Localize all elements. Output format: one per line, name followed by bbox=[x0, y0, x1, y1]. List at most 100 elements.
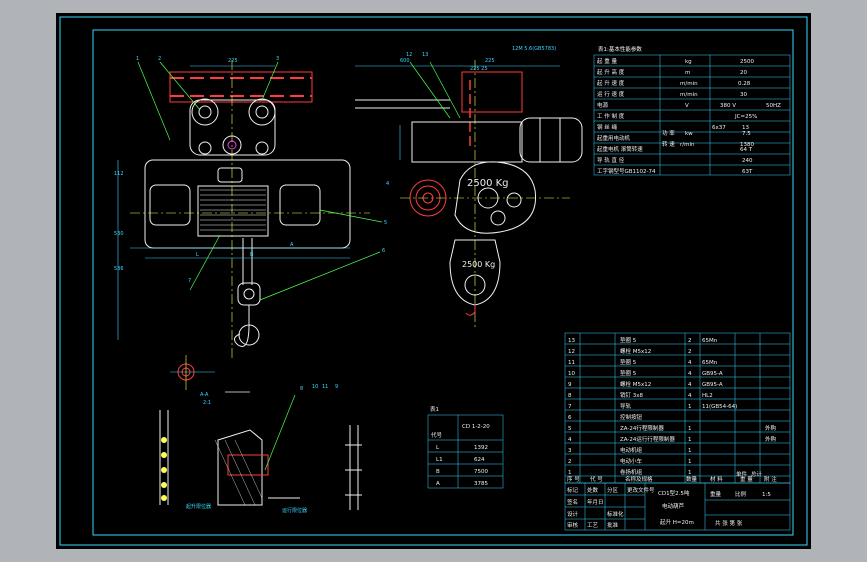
part-no: 2 bbox=[568, 459, 572, 465]
callout: 3 bbox=[276, 56, 279, 62]
detail-label-travel-limit: 运行限位器 bbox=[282, 507, 307, 514]
dims-value: 3785 bbox=[474, 481, 488, 487]
dim-b: B bbox=[250, 252, 254, 258]
param-sub2: 转 速 bbox=[662, 140, 675, 148]
callout: 4 bbox=[386, 181, 389, 187]
title-block-grid bbox=[564, 482, 791, 531]
part-name: 垫圈 5 bbox=[620, 336, 637, 344]
part-name: 垫圈 5 bbox=[620, 358, 637, 366]
dims-key: B bbox=[436, 469, 440, 475]
weight-label: 重量 bbox=[710, 490, 722, 498]
parts-header-single: 单件 bbox=[736, 470, 748, 478]
dims-title: 表1 bbox=[430, 405, 439, 413]
param-sub1-value: 7.5 bbox=[742, 131, 751, 137]
param-value: JC=25% bbox=[734, 114, 757, 120]
param-sub2-unit: r/min bbox=[680, 142, 695, 148]
part-no: 6 bbox=[568, 415, 572, 421]
part-name: 销钉 3x8 bbox=[620, 391, 644, 399]
outer-frame bbox=[59, 16, 808, 546]
dims-header-right: CD 1-2-20 bbox=[462, 424, 490, 430]
part-note: 65Mn bbox=[702, 338, 718, 344]
section-a-a bbox=[170, 355, 250, 393]
title-block: 标记 处数 分区 更改文件号 签名 年月日 设计 标准化 审核 工艺 批准 CD… bbox=[567, 486, 771, 529]
side-view bbox=[355, 60, 583, 330]
param-name: 导 轨 直 径 bbox=[597, 156, 625, 164]
part-no: 5 bbox=[568, 426, 572, 432]
param-value: 20 bbox=[740, 70, 747, 76]
part-qty: 4 bbox=[688, 371, 692, 377]
param-name: 电源 bbox=[597, 101, 609, 109]
dims-value: 7500 bbox=[474, 469, 488, 475]
part-extra: 外购 bbox=[765, 435, 777, 443]
callout: 6 bbox=[382, 248, 385, 254]
tb-label: 分区 bbox=[607, 486, 619, 494]
dims-key: L1 bbox=[436, 457, 443, 463]
parts-header-material: 材 料 bbox=[710, 475, 723, 483]
parts-rows: 1 3 垫圈 5 2 65Mn 1 2 螺栓 M5x12 2 11 垫圈 5 4 6… bbox=[567, 336, 777, 483]
callout: 11 bbox=[322, 384, 328, 390]
part-name: 螺栓 M5x12 bbox=[620, 347, 651, 355]
callout: 13 bbox=[422, 52, 428, 58]
part-qty: 2 bbox=[688, 349, 692, 355]
parts-header-no: 序 号 bbox=[567, 475, 580, 483]
dims-header-left: 代号 bbox=[431, 431, 443, 439]
callout: 8 bbox=[300, 386, 303, 392]
side-dim-3: 536 bbox=[114, 266, 124, 272]
tb-label: 标准化 bbox=[607, 510, 624, 518]
callout: 12 bbox=[406, 52, 412, 58]
inner-frame bbox=[92, 29, 794, 536]
param-unit: m bbox=[685, 70, 690, 76]
detail-label-lift-limit: 起升限位器 bbox=[186, 503, 211, 510]
part-name: 卷扬机组 bbox=[620, 468, 643, 476]
part-note: GB95-A bbox=[702, 371, 723, 377]
part-no: 11 bbox=[568, 360, 575, 366]
section-scale: 2:1 bbox=[203, 400, 211, 406]
param-sub2-value: 1380 bbox=[740, 142, 754, 148]
part-qty: 1 bbox=[688, 459, 692, 465]
dim-a: A bbox=[290, 242, 294, 248]
tb-label: 审核 bbox=[567, 521, 579, 529]
part-no: 9 bbox=[568, 382, 572, 388]
param-name: 起 升 高 度 bbox=[597, 68, 625, 76]
part-note: HL2 bbox=[702, 393, 713, 399]
dims-value: 1392 bbox=[474, 445, 488, 451]
drawing-spec: 起升 H=20m bbox=[660, 518, 694, 526]
param-value: 63T bbox=[742, 169, 753, 175]
param-name: 起 升 速 度 bbox=[597, 79, 625, 87]
sheet-background bbox=[56, 13, 811, 549]
part-name: 电动机组 bbox=[620, 446, 643, 454]
param-value: 30 bbox=[740, 92, 747, 98]
part-note: 65Mn bbox=[702, 360, 718, 366]
part-name: ZA-24运行行程限制器 bbox=[620, 435, 675, 443]
param-sub1-unit: kw bbox=[685, 131, 693, 137]
dim-top-right: 225 bbox=[485, 58, 495, 64]
capacity-label-drum: 2500 Kg bbox=[467, 178, 509, 189]
param-name: 工 作 制 度 bbox=[597, 112, 625, 120]
part-qty: 4 bbox=[688, 393, 692, 399]
scale-label: 比例 bbox=[735, 490, 747, 498]
parts-list-grid bbox=[564, 332, 791, 484]
params-table-grid bbox=[593, 54, 791, 176]
dims-table-grid bbox=[427, 414, 504, 489]
part-note: 11(GB54-64) bbox=[702, 404, 737, 410]
param-value: 380 V bbox=[720, 103, 736, 109]
part-qty: 2 bbox=[688, 338, 692, 344]
callout: 10 bbox=[312, 384, 318, 390]
part-qty: 4 bbox=[688, 360, 692, 366]
dim-l: L bbox=[196, 252, 199, 258]
parts-header-total: 总计 bbox=[751, 470, 763, 478]
capacity-label-hook: 2500 Kg bbox=[462, 260, 495, 269]
front-view bbox=[117, 60, 383, 360]
tb-label: 年月日 bbox=[587, 498, 604, 506]
param-sub1: 功 率 bbox=[662, 129, 675, 137]
part-name: 控制按钮 bbox=[620, 413, 643, 421]
part-qty: 1 bbox=[688, 448, 692, 454]
part-no: 3 bbox=[568, 448, 572, 454]
part-qty: 4 bbox=[688, 382, 692, 388]
part-name: 螺栓 M5x12 bbox=[620, 380, 651, 388]
tb-label: 处数 bbox=[587, 486, 599, 494]
part-no: 4 bbox=[568, 437, 572, 443]
callout: 1 bbox=[136, 56, 139, 62]
